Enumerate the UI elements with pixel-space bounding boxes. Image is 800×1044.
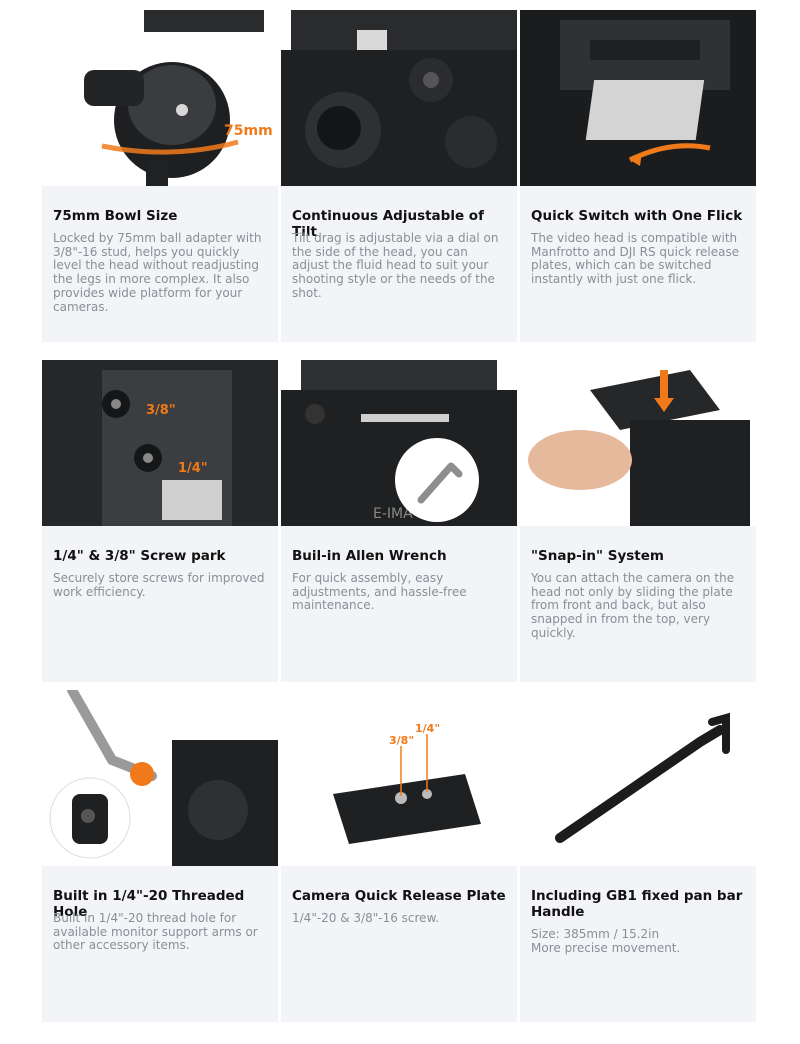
feature-card-screw-park: 3/8" 1/4" 1/4" & 3/8" Screw park Securel…	[42, 350, 278, 682]
plate-label-large: 3/8"	[389, 734, 414, 747]
feature-card-allen-wrench: E-IMA Buil-in Allen Wrench For quick ass…	[281, 350, 517, 682]
card-title: Continuous Adjustable of Tilt	[292, 208, 484, 240]
card-description: You can attach the camera on the head no…	[531, 571, 735, 640]
card-description: For quick assembly, easy adjustments, an…	[292, 571, 467, 613]
feature-card-quick-switch: Quick Switch with One Flick The video he…	[520, 10, 756, 342]
pan-bar-photo	[520, 690, 756, 866]
card-title: Buil-in Allen Wrench	[292, 548, 447, 564]
engraving-text: E-IMA	[373, 506, 413, 522]
feature-card-bowl-size: 75mm 75mm Bowl Size Locked by 75mm ball …	[42, 10, 278, 342]
snap-in-photo	[520, 350, 756, 526]
card-title: "Snap-in" System	[531, 548, 664, 564]
card-description: Built in 1/4"-20 thread hole for availab…	[53, 911, 258, 953]
screw-park-photo: 3/8" 1/4"	[42, 350, 278, 526]
card-description: 1/4"-20 & 3/8"-16 screw.	[292, 911, 440, 925]
release-plate-photo: 3/8" 1/4"	[281, 690, 517, 866]
card-description: Size: 385mm / 15.2in More precise moveme…	[531, 927, 681, 955]
card-title: 75mm Bowl Size	[53, 208, 178, 224]
bowl-size-label: 75mm	[224, 123, 273, 139]
threaded-hole-photo	[42, 690, 278, 866]
card-title: Including GB1 fixed pan bar Handle	[531, 888, 743, 920]
allen-wrench-photo: E-IMA	[281, 350, 517, 526]
screw-label-small: 1/4"	[178, 461, 208, 476]
screw-label-large: 3/8"	[146, 403, 176, 418]
card-title: Built in 1/4"-20 Threaded Hole	[53, 888, 245, 920]
tilt-photo	[281, 10, 517, 186]
card-title: Quick Switch with One Flick	[531, 208, 743, 224]
feature-card-tilt: Continuous Adjustable of Tilt Tilt drag …	[281, 10, 517, 342]
plate-label-small: 1/4"	[415, 722, 440, 735]
card-description: Securely store screws for improved work …	[53, 571, 265, 599]
bowl-size-photo: 75mm	[42, 10, 278, 186]
card-title: 1/4" & 3/8" Screw park	[53, 548, 226, 564]
card-description: Locked by 75mm ball adapter with 3/8"-16…	[53, 231, 262, 314]
quick-switch-photo	[520, 10, 756, 186]
feature-card-threaded-hole: Built in 1/4"-20 Threaded Hole Built in …	[42, 690, 278, 1022]
card-title: Camera Quick Release Plate	[292, 888, 506, 904]
feature-card-snap-in: "Snap-in" System You can attach the came…	[520, 350, 756, 682]
card-description: The video head is compatible with Manfro…	[531, 231, 740, 287]
card-description: Tilt drag is adjustable via a dial on th…	[292, 231, 499, 300]
feature-card-pan-bar: Including GB1 fixed pan bar Handle Size:…	[520, 690, 756, 1022]
feature-card-release-plate: 3/8" 1/4" Camera Quick Release Plate 1/4…	[281, 690, 517, 1022]
